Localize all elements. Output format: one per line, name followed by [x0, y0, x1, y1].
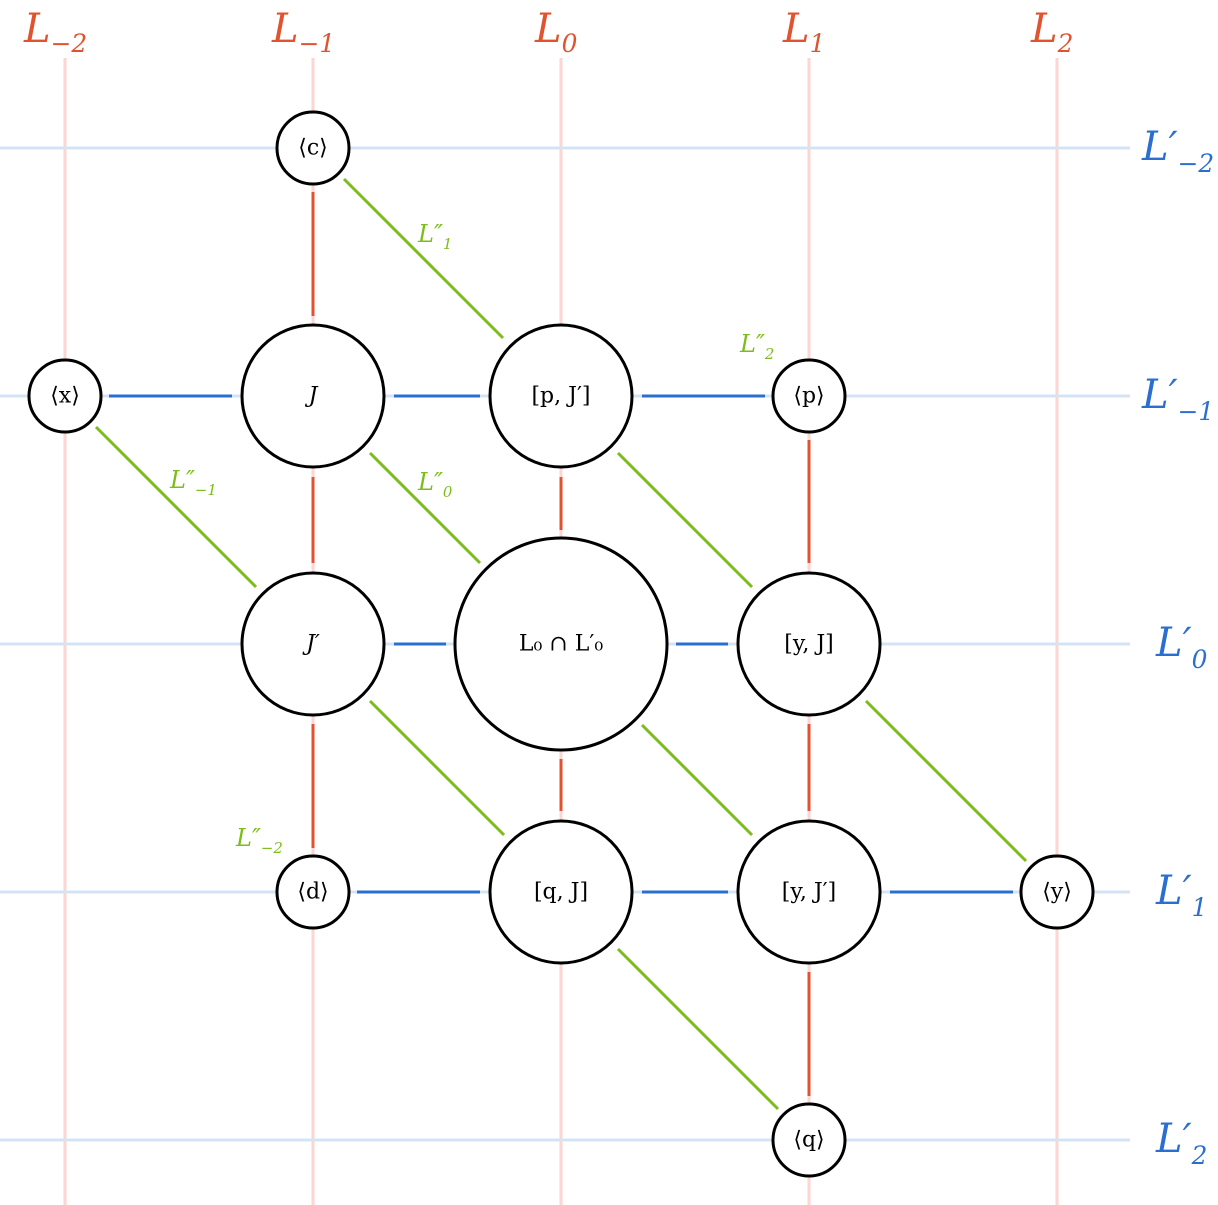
node-x-circle: [27, 358, 103, 434]
diagonal-label-ldd1: L″1: [417, 220, 452, 253]
node-center-circle: [453, 536, 669, 752]
row-label-lpm2: L′−2: [1141, 124, 1214, 178]
node-labels: ⟨c⟩ ⟨x⟩ J [p, J′] ⟨p⟩ J′ L₀ ∩ L′₀ [y, J]…: [50, 136, 1072, 1153]
row-label-lpm1: L′−1: [1141, 372, 1214, 426]
diagonal-label-ldd2: L″2: [739, 330, 774, 363]
diagonal-label-ldd0: L″0: [417, 468, 452, 501]
node-y-label: ⟨y⟩: [1042, 880, 1072, 905]
row-labels: L′−2 L′−1 L′0 L′1 L′2: [1141, 124, 1214, 1170]
node-yJp-label: [y, J′]: [782, 880, 836, 905]
node-qJ-circle: [488, 819, 634, 965]
node-yJ-label: [y, J]: [784, 632, 833, 657]
row-edges: [109, 394, 1013, 894]
diagonal-edges: [94, 177, 1028, 1111]
row-label-lp2: L′2: [1155, 1116, 1207, 1170]
row-label-lp0: L′0: [1155, 620, 1207, 674]
node-c-label: ⟨c⟩: [298, 136, 328, 161]
node-J-label: J: [305, 384, 319, 409]
nodes: [27, 110, 1095, 1178]
column-label-l2: L2: [1030, 6, 1073, 58]
diagonal-label-lddm1: L″−1: [169, 466, 217, 499]
column-label-l1: L1: [782, 6, 825, 58]
diagonal-label-lddm2: L″−2: [235, 824, 283, 857]
node-pJp-label: [p, J′]: [531, 384, 590, 409]
node-yJp-circle: [736, 819, 882, 965]
node-center-label: L₀ ∩ L′₀: [519, 632, 603, 657]
edge-J-center: [368, 451, 482, 565]
column-labels: L−2 L−1 L0 L1 L2: [23, 6, 1073, 58]
column-label-lm1: L−1: [271, 6, 335, 58]
node-x-label: ⟨x⟩: [50, 384, 80, 409]
node-c-circle: [275, 110, 351, 186]
node-Jp-label: J′: [302, 632, 320, 657]
column-edges: [311, 192, 811, 1096]
node-y-circle: [1019, 854, 1095, 930]
row-label-lp1: L′1: [1155, 868, 1207, 922]
edge-Jp-qJ: [368, 699, 506, 837]
node-d-label: ⟨d⟩: [297, 880, 328, 905]
edge-qJ-q: [616, 947, 780, 1111]
edge-yJ-y: [864, 699, 1028, 863]
edge-pJp-yJ: [616, 451, 754, 589]
column-label-l0: L0: [534, 6, 577, 58]
node-q-circle: [771, 1102, 847, 1178]
node-qJ-label: [q, J]: [534, 880, 588, 905]
node-J-circle: [240, 323, 386, 469]
node-Jp-circle: [240, 571, 386, 717]
edge-x-Jp: [94, 425, 258, 589]
node-d-circle: [275, 854, 351, 930]
edge-c-pJp: [342, 177, 505, 340]
node-q-label: ⟨q⟩: [793, 1128, 824, 1153]
node-p-circle: [771, 358, 847, 434]
node-yJ-circle: [736, 571, 882, 717]
diagonal-labels: L″1 L″2 L″−1 L″0 L″−2: [169, 220, 774, 857]
column-label-lm2: L−2: [23, 6, 87, 58]
node-pJp-circle: [488, 323, 634, 469]
node-p-label: ⟨p⟩: [793, 384, 824, 409]
edge-center-yJp: [640, 723, 754, 837]
